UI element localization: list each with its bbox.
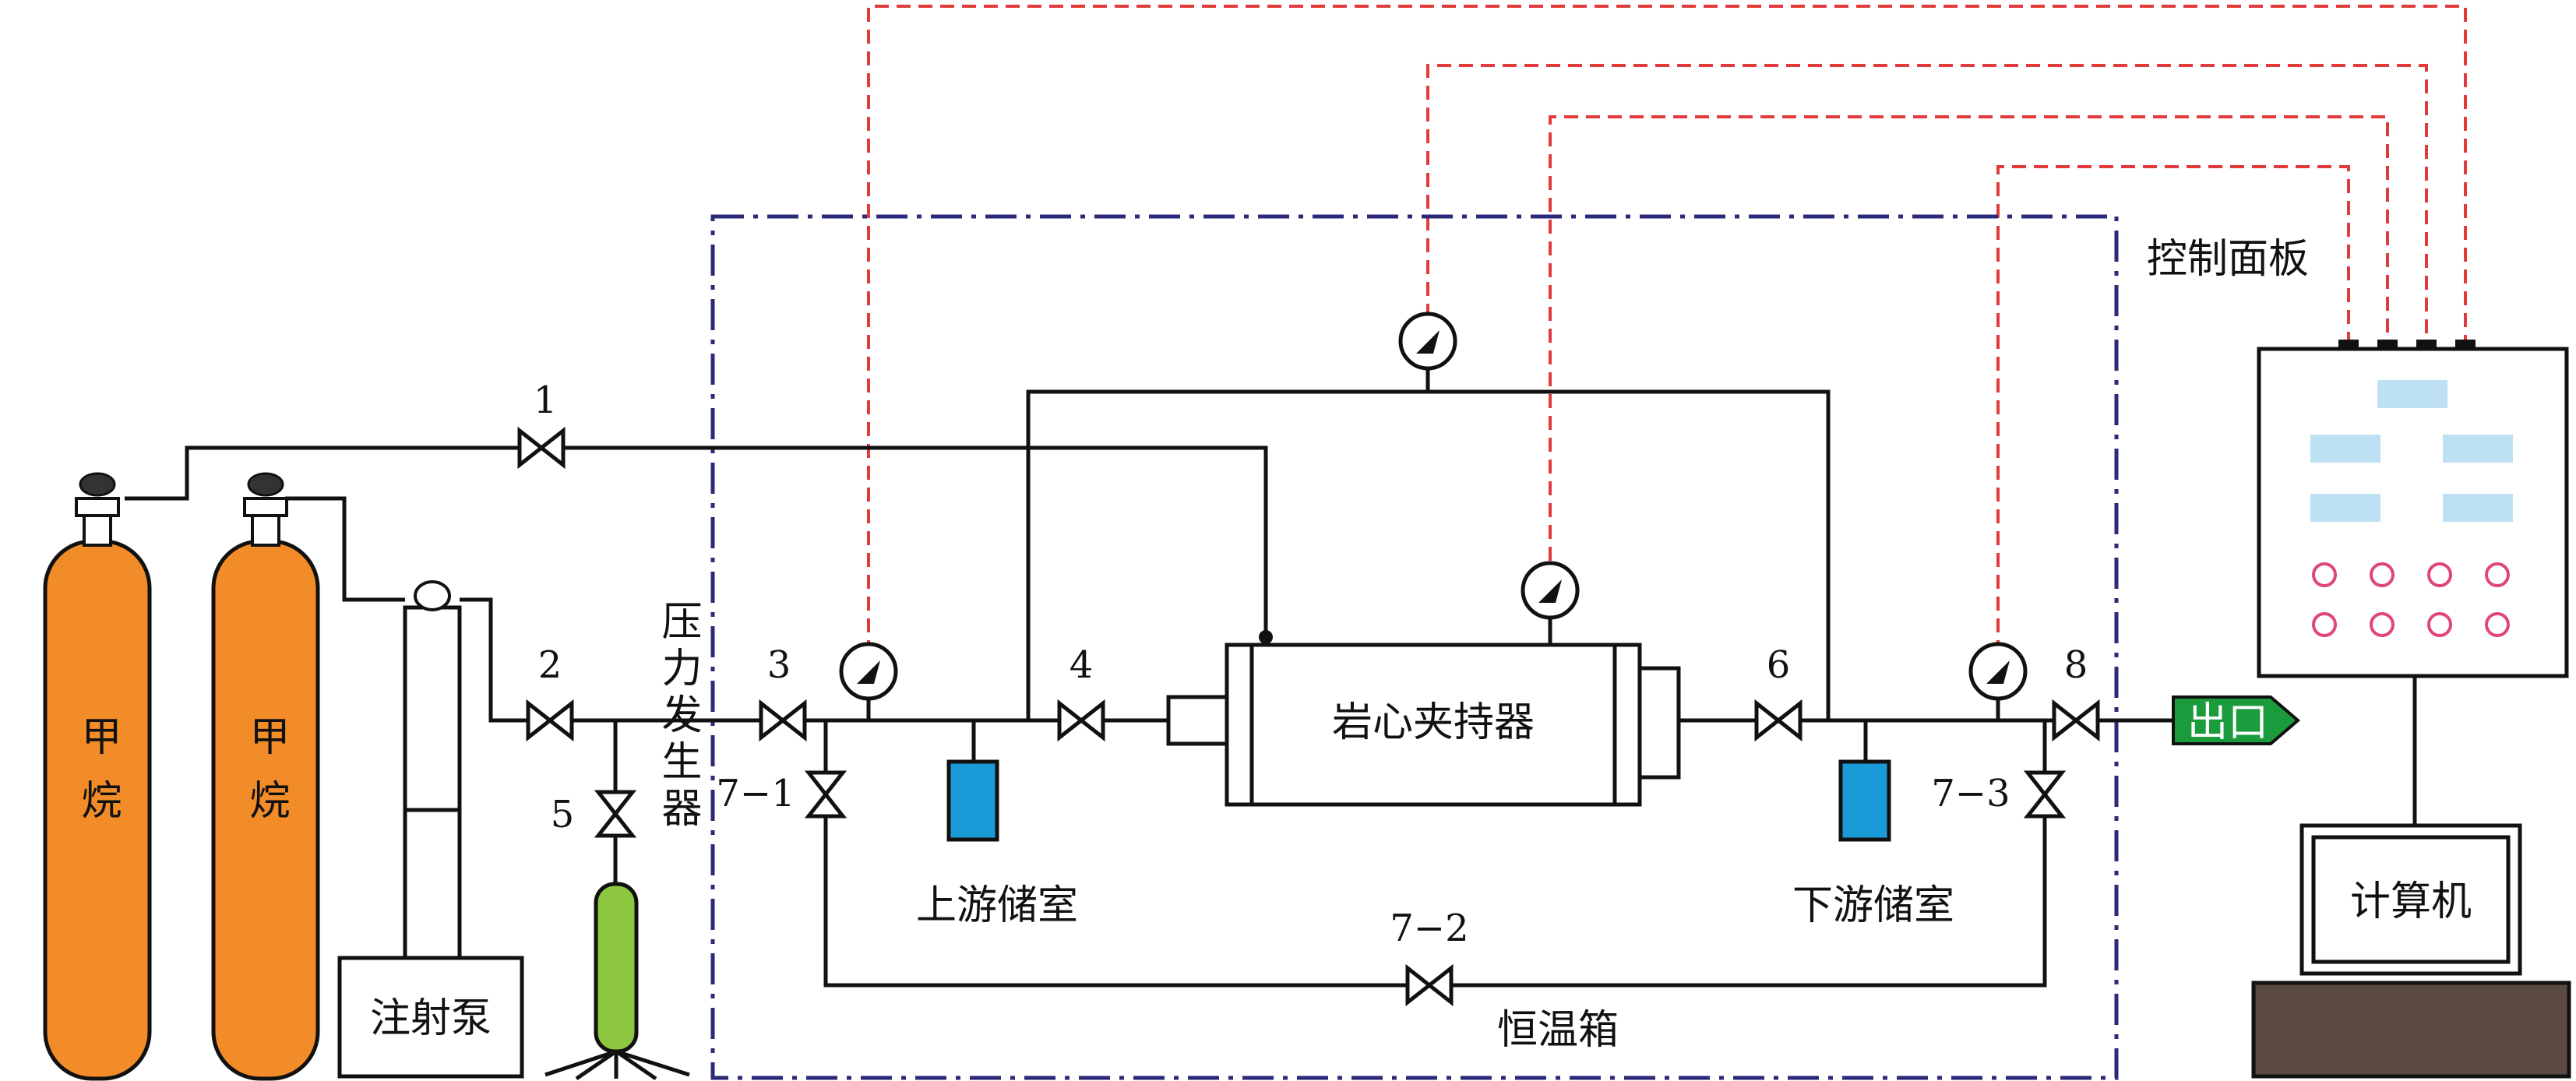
methane-cylinder-1: 甲烷 [43, 472, 152, 1081]
pressure-generator-label: 压力发生器 [654, 600, 701, 833]
valve-icon [517, 426, 566, 470]
signal-line-2 [1426, 64, 2428, 341]
incubator-boundary [710, 214, 2119, 1080]
control-panel-label: 控制面板 [2147, 236, 2309, 283]
downstream-chamber-vessel [1838, 759, 1891, 842]
pipe-cylinder2-to-pump [285, 496, 405, 602]
valve-7-3-label: 7−3 [1931, 772, 2010, 815]
valve-icon [759, 699, 807, 742]
incubator-label: 恒温箱 [1497, 1007, 1619, 1054]
valve-icon [1057, 699, 1105, 742]
core-holder: 岩心夹持器 [1166, 643, 1681, 807]
core-holder-label: 岩心夹持器 [1332, 699, 1535, 746]
pump-box [337, 956, 524, 1079]
junction-dot [1259, 630, 1273, 644]
signal-line-1 [867, 5, 2467, 654]
valve-8-label: 8 [2064, 643, 2088, 687]
valve-3-label: 3 [767, 643, 791, 687]
cylinder-2-label: 甲烷 [242, 715, 289, 843]
pipe-pump-to-main [460, 597, 1229, 723]
signal-line-4 [1996, 165, 2350, 654]
panel-screen [2377, 380, 2447, 408]
gauge-icon [839, 642, 898, 701]
panel-screen [2310, 435, 2380, 463]
valve-2-label: 2 [538, 643, 562, 687]
valve-icon [804, 770, 848, 819]
valve-7-2-label: 7−2 [1390, 907, 1468, 950]
methane-cylinder-2: 甲烷 [211, 472, 320, 1081]
upstream-chamber-label: 上游储室 [916, 882, 1078, 929]
gauge-icon [1968, 642, 2028, 701]
gauge-icon [1521, 561, 1580, 620]
control-panel: 控制面板 [2147, 236, 2569, 678]
valve-icon [594, 790, 637, 838]
pipe-bypass-line [125, 445, 1268, 635]
panel-buttons [2312, 562, 2510, 637]
panel-screen [2443, 494, 2513, 522]
valve-icon [2052, 699, 2100, 742]
valve-5-label: 5 [551, 793, 575, 836]
panel-screen [2443, 435, 2513, 463]
upstream-chamber-vessel [946, 759, 999, 842]
outlet-label: 出口 [2187, 699, 2268, 746]
valve-icon [526, 699, 574, 742]
panel-screen [2310, 494, 2380, 522]
outlet: 出口 [2172, 695, 2301, 746]
valve-6-label: 6 [1767, 643, 1791, 687]
pump-label: 注射泵 [370, 995, 492, 1042]
valve-4-label: 4 [1070, 643, 1094, 687]
valve-icon [2023, 770, 2067, 819]
computer-base [2251, 981, 2571, 1079]
valve-7-1-label: 7−1 [716, 772, 795, 815]
pressure-generator: 压力发生器 [544, 600, 701, 1081]
downstream-chamber-label: 下游储室 [1792, 882, 1954, 929]
signal-lines [867, 5, 2467, 654]
valve-1-label: 1 [534, 379, 558, 422]
computer-label: 计算机 [2350, 879, 2472, 925]
computer: 计算机 [2251, 823, 2571, 1079]
signal-line-3 [1549, 115, 2389, 561]
cylinder-1-label: 甲烷 [74, 715, 121, 843]
valve-icon [1754, 699, 1802, 742]
valve-icon [1405, 963, 1454, 1007]
injection-pump: 注射泵 [337, 580, 524, 1079]
gauge-icon [1398, 312, 1457, 371]
